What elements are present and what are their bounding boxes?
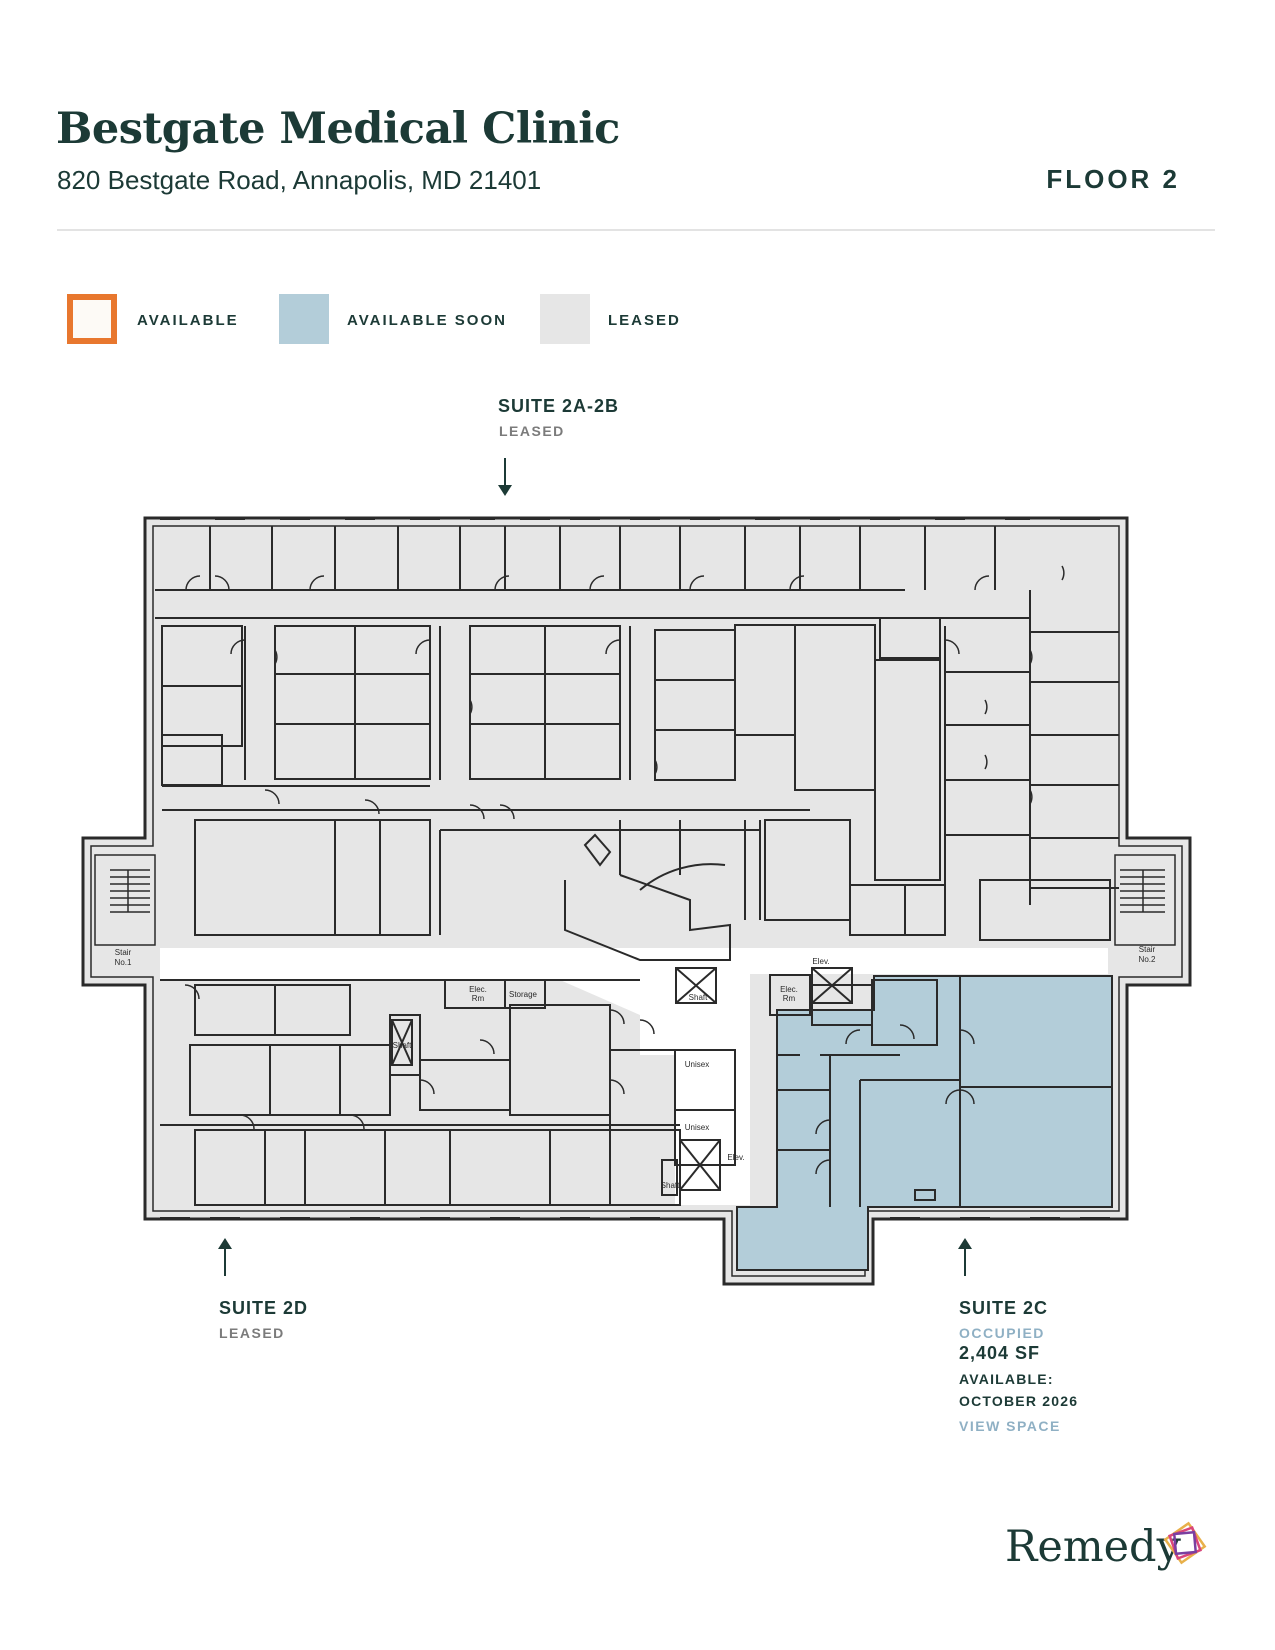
elevator-core [391, 967, 853, 1196]
legend-label-leased: LEASED [608, 312, 681, 329]
stair-2-label-a: Stair [1139, 945, 1156, 954]
suite-2c-status: OCCUPIED [959, 1325, 1045, 1341]
shaft-label-left: Shaft [393, 1041, 412, 1050]
unisex-label-1: Unisex [685, 1060, 709, 1069]
header-divider [57, 229, 1215, 231]
storage-label: Storage [509, 990, 538, 999]
stair-1-label-a: Stair [115, 948, 132, 957]
legend-label-available: AVAILABLE [137, 312, 239, 329]
suite-2c-available-date: OCTOBER 2026 [959, 1393, 1079, 1409]
suite-2c-size: 2,404 SF [959, 1343, 1041, 1363]
suite-2c-area [736, 975, 1113, 1271]
floor-label: FLOOR 2 [1046, 164, 1180, 194]
shaft-label-center: Shaft [689, 993, 708, 1002]
legend-swatch-available [67, 294, 117, 344]
shaft-label-lower: Shaft [661, 1181, 680, 1190]
suite-2c-available-label: AVAILABLE: [959, 1371, 1054, 1387]
central-corridor [160, 948, 1108, 1205]
page-title: Bestgate Medical Clinic [56, 104, 620, 154]
suite-2d-arrow [218, 1238, 232, 1276]
suite-2a-2b-name: SUITE 2A-2B [498, 396, 620, 416]
stair-1 [94, 854, 156, 946]
stair-2 [1114, 854, 1176, 946]
building-address: 820 Bestgate Road, Annapolis, MD 21401 [57, 165, 542, 195]
elec-rm-label-a: Elec. [469, 985, 487, 994]
suite-2c-name: SUITE 2C [959, 1298, 1049, 1318]
elev-label-lower: Elev. [727, 1153, 744, 1162]
unisex-label-2: Unisex [685, 1123, 709, 1132]
suite-2d-status: LEASED [219, 1325, 285, 1341]
elec-rm-label-b: Rm [472, 994, 485, 1003]
suite-2c-arrow [958, 1238, 972, 1276]
view-space-link[interactable]: VIEW SPACE [959, 1418, 1061, 1434]
elec-rm-2-label-b: Rm [783, 994, 796, 1003]
legend-swatch-available-soon [279, 294, 329, 344]
brand-logo: Remedy [1005, 1522, 1181, 1572]
stair-1-label-b: No.1 [115, 958, 132, 967]
elev-label-top: Elev. [812, 957, 829, 966]
suite-2d-name: SUITE 2D [219, 1298, 309, 1318]
legend-label-available-soon: AVAILABLE SOON [347, 312, 507, 329]
suite-2a-2b-arrow [498, 458, 512, 496]
legend-swatch-leased [540, 294, 590, 344]
brand-mark-icon [1163, 1521, 1207, 1565]
suite-2a-2b-status: LEASED [499, 423, 565, 439]
elec-rm-2-label-a: Elec. [780, 985, 798, 994]
stair-2-label-b: No.2 [1139, 955, 1156, 964]
